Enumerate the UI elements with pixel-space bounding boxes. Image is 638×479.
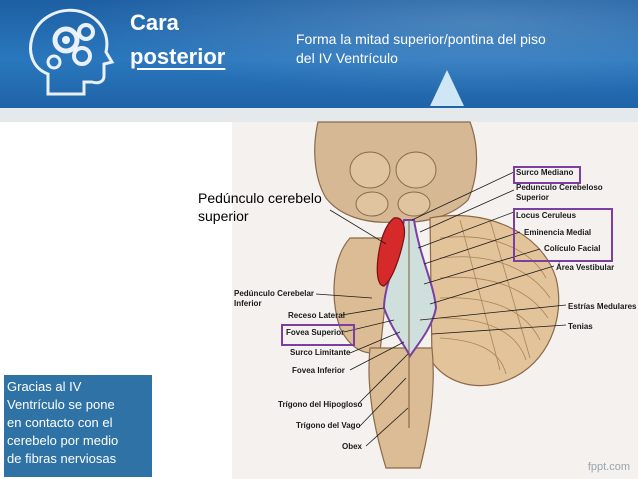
callout-line-2: Ventrículo se pone	[7, 397, 115, 412]
label-fovea-inferior: Fovea Inferior	[292, 366, 345, 375]
slide-title: Cara posterior	[130, 6, 225, 74]
highlight-label-line-1: Pedúnculo cerebelo	[198, 190, 322, 206]
brainstem-diagram	[232, 121, 638, 479]
pointer-arrow-icon	[430, 70, 464, 106]
watermark: fppt.com	[587, 461, 630, 473]
highlight-label-line-2: superior	[198, 208, 249, 224]
callout-line-1: Gracias al IV	[7, 379, 82, 394]
label-surco-mediano: Surco Mediano	[516, 168, 574, 177]
label-obex: Obex	[342, 442, 363, 451]
label-area-vestibular: Área Vestibular	[556, 263, 615, 272]
box-surco-mediano	[513, 166, 581, 184]
content-top-strip	[0, 108, 638, 122]
label-pedunculo-cerebeloso-superior-2: Superior	[516, 193, 549, 202]
subtitle-line-2: del IV Ventrículo	[296, 50, 398, 66]
highlight-label: Pedúnculo cerebelo superior	[198, 189, 322, 225]
label-trigono-vago: Trígono del Vago	[296, 421, 361, 430]
title-line-1: Cara	[130, 10, 179, 35]
title-line-2: posterior	[130, 44, 226, 69]
box-locus-eminencia-coliculo	[513, 208, 613, 262]
subtitle-line-1: Forma la mitad superior/pontina del piso	[296, 31, 546, 47]
callout-line-4: cerebelo por medio	[7, 433, 119, 448]
box-fovea-superior	[281, 324, 355, 346]
label-receso-lateral: Receso Lateral	[288, 311, 345, 320]
label-pedunculo-cerebelar-inferior-2: Inferior	[234, 299, 262, 308]
callout-line-5: de fibras nerviosas	[7, 451, 117, 466]
label-estrias-medulares: Estrías Medulares	[568, 302, 637, 311]
label-trigono-hipogloso: Trígono del Hipogloso	[278, 400, 363, 409]
label-pedunculo-cerebelar-inferior-1: Pedúnculo Cerebelar	[234, 289, 315, 298]
label-locus-ceruleus: Locus Ceruleus	[516, 211, 577, 220]
callout-note: Gracias al IV Ventrículo se pone en cont…	[4, 375, 152, 477]
callout-line-3: en contacto con el	[7, 415, 113, 430]
head-gears-icon	[29, 8, 115, 96]
slide-subtitle: Forma la mitad superior/pontina del piso…	[296, 30, 626, 68]
label-coliculo-facial: Colículo Facial	[544, 244, 601, 253]
label-surco-limitante: Surco Limitante	[290, 348, 351, 357]
label-fovea-superior: Fovea Superior	[286, 328, 345, 337]
slide-header: Cara posterior Forma la mitad superior/p…	[0, 0, 638, 108]
label-pedunculo-cerebeloso-superior-1: Pedunculo Cerebeloso	[516, 183, 603, 192]
label-eminencia-medial: Eminencia Medial	[524, 228, 592, 237]
label-tenias: Tenias	[568, 322, 593, 331]
